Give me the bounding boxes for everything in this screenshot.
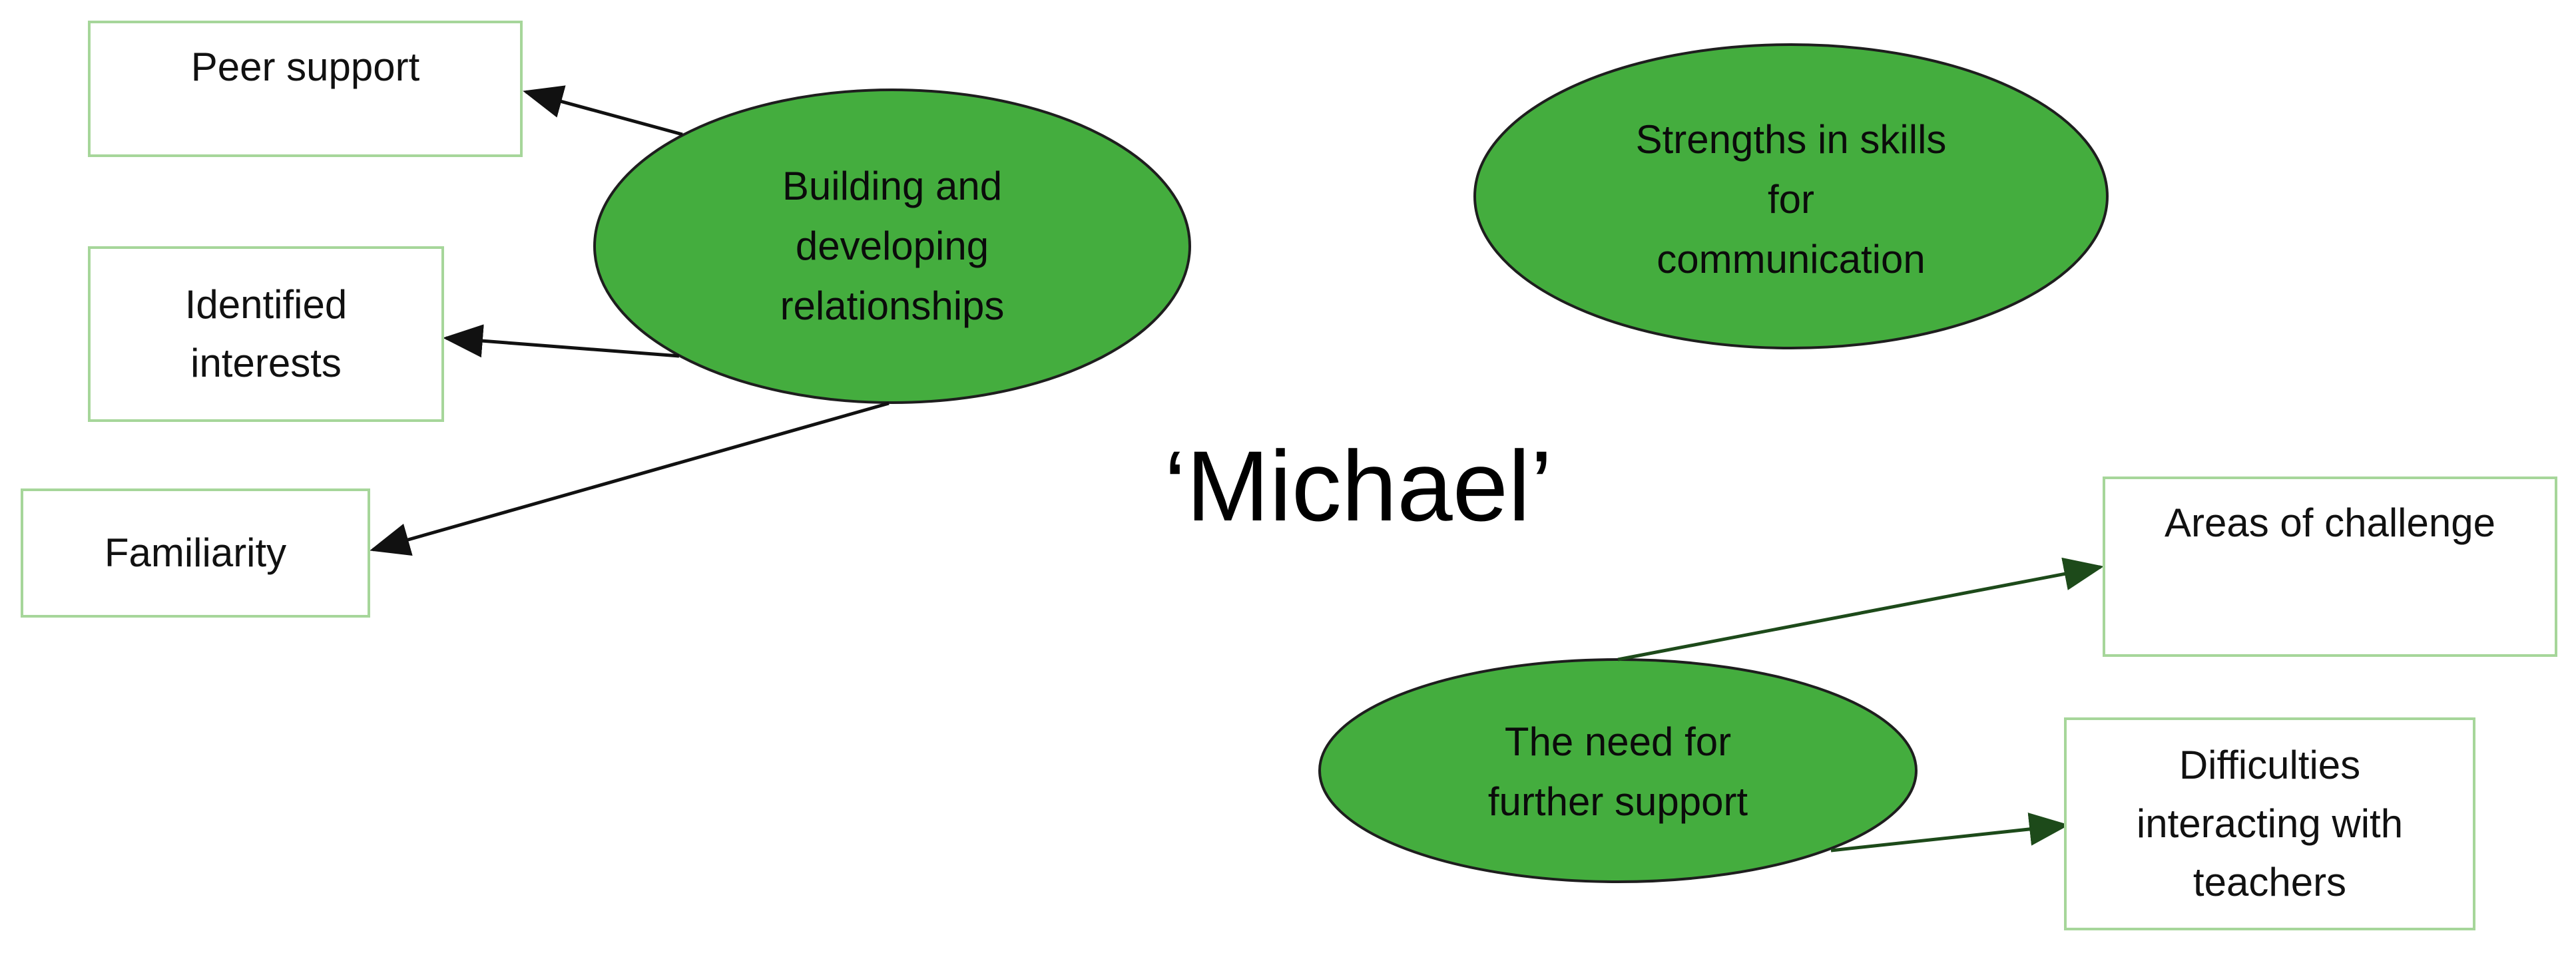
arrow-to-areas-of-challenge [1617,557,2104,662]
arrow-to-peer-support [523,85,683,136]
subtheme-difficulties-interacting-label: Difficulties interacting with teachers [2136,743,2404,904]
arrow-to-identified-interests [443,324,680,358]
theme-strengths-communication-oval [1473,43,2109,349]
subtheme-identified-interests-label: Identified interests [184,282,348,385]
arrow-to-familiarity [370,401,890,556]
subtheme-peer-support-box: Peer support [88,21,523,157]
subtheme-identified-interests-box: Identified interests [88,246,444,422]
theme-strengths-communication-label: Strengths in skills for communication [1635,117,1947,282]
subtheme-areas-of-challenge-label: Areas of challenge [2165,500,2495,545]
subtheme-peer-support-label: Peer support [190,45,420,89]
subtheme-familiarity-box: Familiarity [21,488,370,618]
theme-need-further-support-label: The need for further support [1487,719,1748,824]
subtheme-difficulties-interacting-box: Difficulties interacting with teachers [2064,717,2475,930]
theme-building-relationships-label: Building and developing relationships [780,164,1005,328]
central-case-label: ‘Michael’ [1164,429,1553,542]
theme-building-relationships-oval [593,89,1191,404]
arrow-to-difficulties-interacting [1830,813,2069,853]
subtheme-areas-of-challenge-box: Areas of challenge [2103,477,2557,657]
subtheme-familiarity-label: Familiarity [104,530,287,575]
